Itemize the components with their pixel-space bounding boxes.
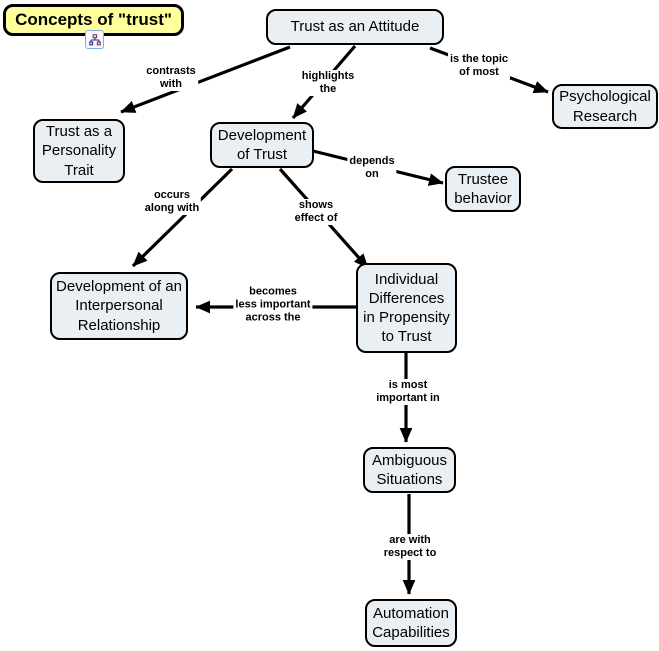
edge-label-highlights-the[interactable]: highlights the xyxy=(299,70,357,96)
node-trustee-behavior[interactable]: Trustee behavior xyxy=(445,166,521,212)
node-psychological-research[interactable]: Psychological Research xyxy=(552,84,658,129)
edge-label-contrasts-with[interactable]: contrasts with xyxy=(144,65,198,91)
edge-label-is-the-topic-of-most[interactable]: is the topic of most xyxy=(447,53,511,79)
edge-label-becomes-less-important-across-the[interactable]: becomes less important across the xyxy=(233,285,313,325)
node-individual-differences-in-propensity-to-trust[interactable]: Individual Differences in Propensity to … xyxy=(356,263,457,353)
node-ambiguous-situations[interactable]: Ambiguous Situations xyxy=(363,447,456,493)
node-trust-as-an-attitude[interactable]: Trust as an Attitude xyxy=(266,9,444,45)
edge-line-occurs-along-with xyxy=(131,167,234,268)
edge-label-are-with-respect-to[interactable]: are with respect to xyxy=(381,534,439,560)
node-trust-as-a-personality-trait[interactable]: Trust as a Personality Trait xyxy=(33,119,125,183)
node-development-of-an-interpersonal-relationship[interactable]: Development of an Interpersonal Relation… xyxy=(50,272,188,340)
edge-label-shows-effect-of[interactable]: shows effect of xyxy=(292,199,340,225)
edge-label-occurs-along-with[interactable]: occurs along with xyxy=(142,189,202,215)
edge-label-is-most-important-in[interactable]: is most important in xyxy=(374,379,442,405)
edge-label-depends-on[interactable]: depends on xyxy=(347,155,397,181)
node-development-of-trust[interactable]: Development of Trust xyxy=(210,122,314,168)
edge-line-contrasts-with xyxy=(120,45,291,114)
concept-map-icon xyxy=(88,33,101,46)
node-automation-capabilities[interactable]: Automation Capabilities xyxy=(365,599,457,647)
concept-map-icon-button[interactable] xyxy=(85,30,104,49)
